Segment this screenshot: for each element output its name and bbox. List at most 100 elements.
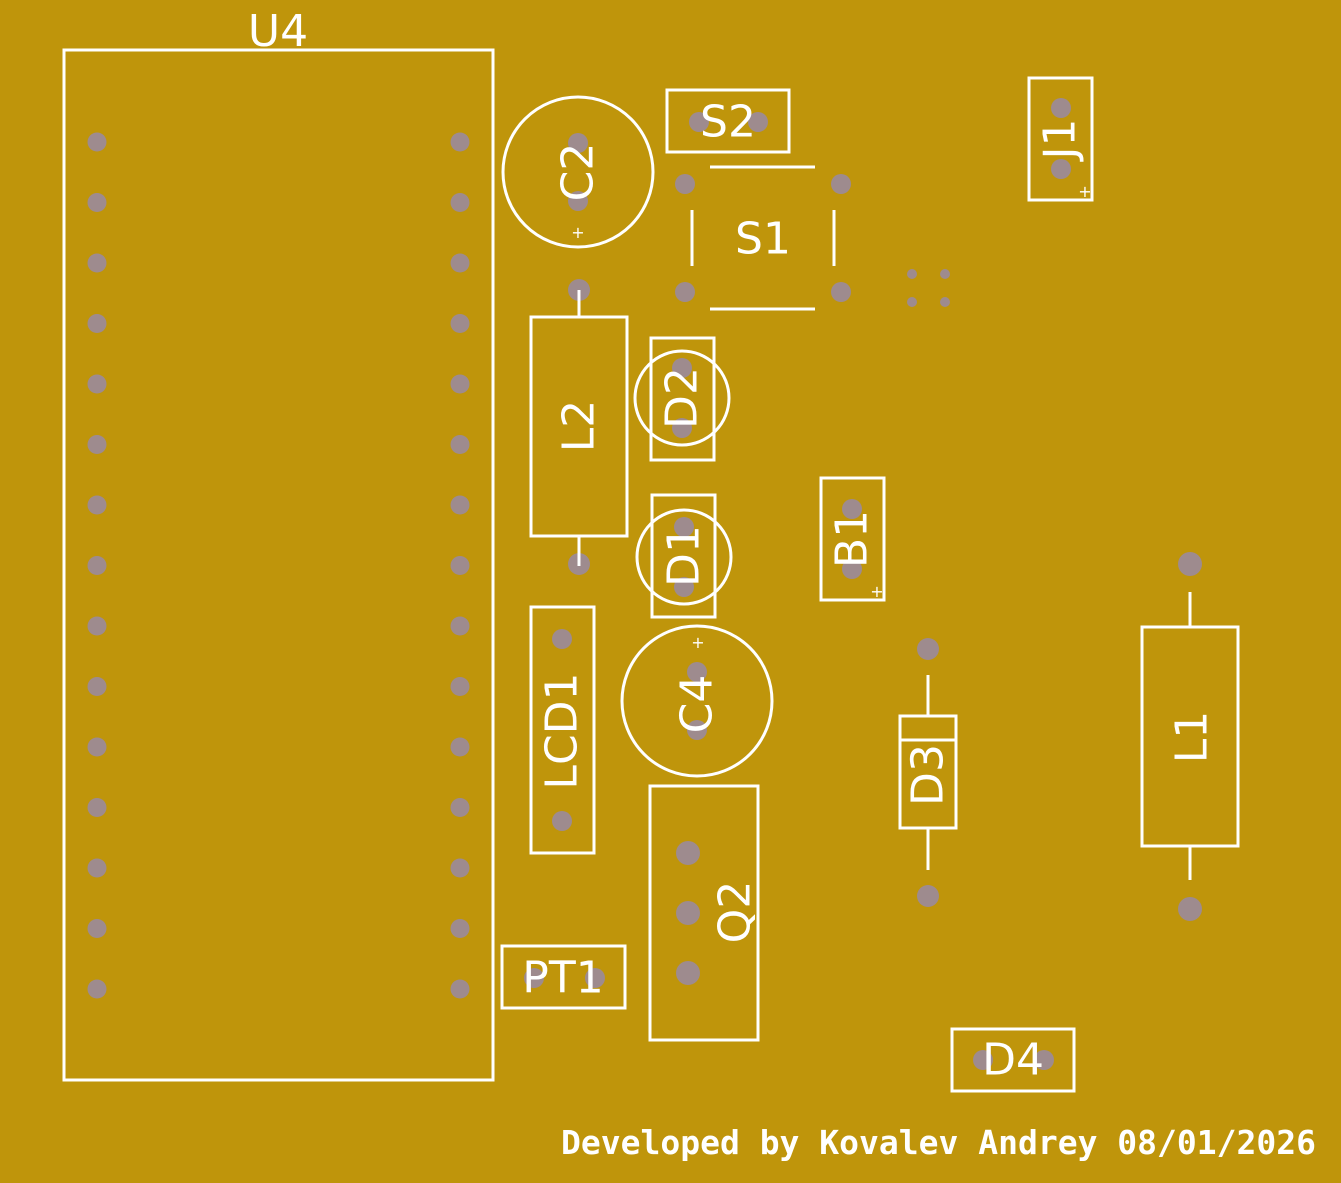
s2-pad-2 (748, 112, 768, 132)
lcd1-label: LCD1 (537, 672, 588, 789)
u4-pin-17 (450, 919, 470, 938)
u4-outline (62, 48, 495, 1082)
j1-outline (1027, 76, 1094, 202)
u4-pin-3 (87, 253, 107, 273)
u4-pin-14 (87, 919, 107, 938)
c2-polarity-mark: + (571, 223, 584, 242)
u4-pin-19 (450, 798, 470, 817)
u4-pin-25 (450, 435, 470, 454)
s1-pad-3 (675, 282, 695, 302)
unused-pad-3 (907, 297, 917, 307)
c4-label: C4 (672, 675, 723, 734)
u4-pin-11 (87, 737, 107, 757)
b1-label: B1 (827, 510, 878, 568)
d2-outline (649, 336, 716, 462)
q2-pad-2 (676, 901, 700, 925)
u4-pin-28 (450, 253, 470, 273)
d1-label: D1 (659, 525, 710, 587)
d1-body (635, 508, 733, 606)
u4-pin-6 (87, 435, 107, 454)
u4-pin-16 (450, 979, 470, 999)
d2-pad-2 (672, 418, 692, 438)
d1-outline (650, 493, 717, 619)
u4-pin-23 (450, 556, 470, 575)
j1-pad-1 (1051, 98, 1071, 118)
pt1-outline (500, 944, 627, 1010)
d4-pad-2 (1034, 1050, 1054, 1070)
u4-pin-20 (450, 737, 470, 757)
q2-label: Q2 (710, 881, 761, 944)
credit-text: Developed by Kovalev Andrey 08/01/2026 (561, 1123, 1316, 1162)
u4-pin-4 (87, 314, 107, 333)
c2-outline (501, 95, 655, 249)
lcd1-pad-1 (552, 629, 572, 649)
u4-pin-29 (450, 193, 470, 212)
c4-pad-2 (687, 720, 707, 740)
b1-polarity-mark: + (870, 582, 883, 601)
u4-pin-9 (87, 616, 107, 636)
d3-label: D3 (903, 744, 954, 806)
u4-pin-24 (450, 495, 470, 515)
s2-label: S2 (700, 97, 756, 148)
u4-pin-7 (87, 495, 107, 515)
pt1-pad-2 (585, 968, 605, 988)
u4-pin-26 (450, 374, 470, 394)
u4-pin-30 (450, 132, 470, 152)
u4-pin-2 (87, 193, 107, 212)
d2-body (633, 349, 731, 447)
l1-pad-1 (1178, 552, 1202, 576)
j1-label: J1 (1035, 119, 1086, 163)
c2-pad-2 (568, 191, 588, 211)
u4-pin-18 (450, 858, 470, 878)
d4-label: D4 (982, 1035, 1044, 1086)
j1-pad-2 (1051, 159, 1071, 179)
unused-pad-4 (940, 297, 950, 307)
q2-pad-1 (676, 841, 700, 865)
u4-label: U4 (248, 6, 308, 57)
c2-label: C2 (553, 143, 604, 202)
pt1-label: PT1 (522, 953, 603, 1004)
c4-outline (620, 624, 774, 778)
u4-pin-5 (87, 374, 107, 394)
pads-layer (87, 98, 1202, 1070)
d2-pad-1 (672, 358, 692, 378)
lcd1-outline (529, 605, 596, 855)
d1-pad-2 (674, 577, 694, 597)
d4-outline (950, 1027, 1076, 1093)
s1-pad-1 (675, 174, 695, 194)
s2-pad-1 (689, 112, 709, 132)
s1-pad-4 (831, 282, 851, 302)
lcd1-pad-2 (552, 811, 572, 831)
s1-pad-2 (831, 174, 851, 194)
d2-label: D2 (657, 367, 708, 429)
d3-pad-2 (917, 885, 939, 907)
l1-label: L1 (1167, 711, 1218, 764)
q2-pad-3 (676, 961, 700, 985)
u4-pin-8 (87, 556, 107, 575)
d4-pad-1 (973, 1050, 993, 1070)
l2-label: L2 (554, 400, 605, 453)
d3-pad-1 (917, 638, 939, 660)
pt1-pad-1 (524, 968, 544, 988)
u4-pin-15 (87, 979, 107, 999)
s2-outline (665, 88, 791, 154)
d1-pad-1 (674, 517, 694, 537)
u4-pin-21 (450, 677, 470, 696)
b1-pad-1 (842, 499, 862, 519)
u4-pin-13 (87, 858, 107, 878)
c4-pad-1 (687, 662, 707, 682)
unused-pad-2 (940, 269, 950, 279)
b1-outline (819, 476, 886, 602)
u4-pin-27 (450, 314, 470, 333)
u4-pin-12 (87, 798, 107, 817)
u4-pin-1 (87, 132, 107, 152)
c2-pad-1 (568, 133, 588, 153)
b1-pad-2 (842, 559, 862, 579)
c4-polarity-mark: + (691, 633, 704, 652)
s1-label: S1 (735, 214, 791, 265)
u4-pin-22 (450, 616, 470, 636)
j1-polarity-mark: + (1078, 182, 1091, 201)
q2-outline (648, 784, 760, 1042)
